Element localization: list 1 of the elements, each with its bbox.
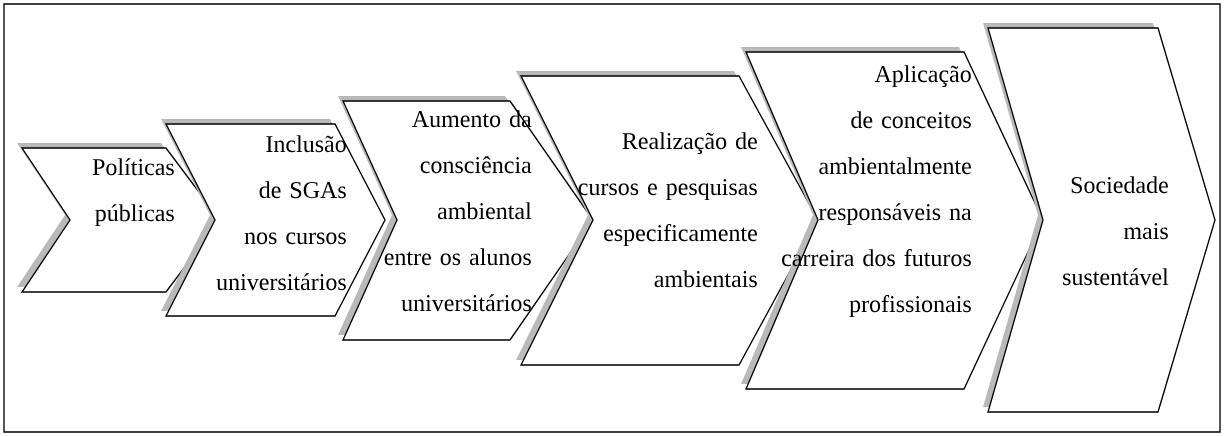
chevron-box: Sociedade mais sustentável bbox=[983, 23, 1216, 413]
